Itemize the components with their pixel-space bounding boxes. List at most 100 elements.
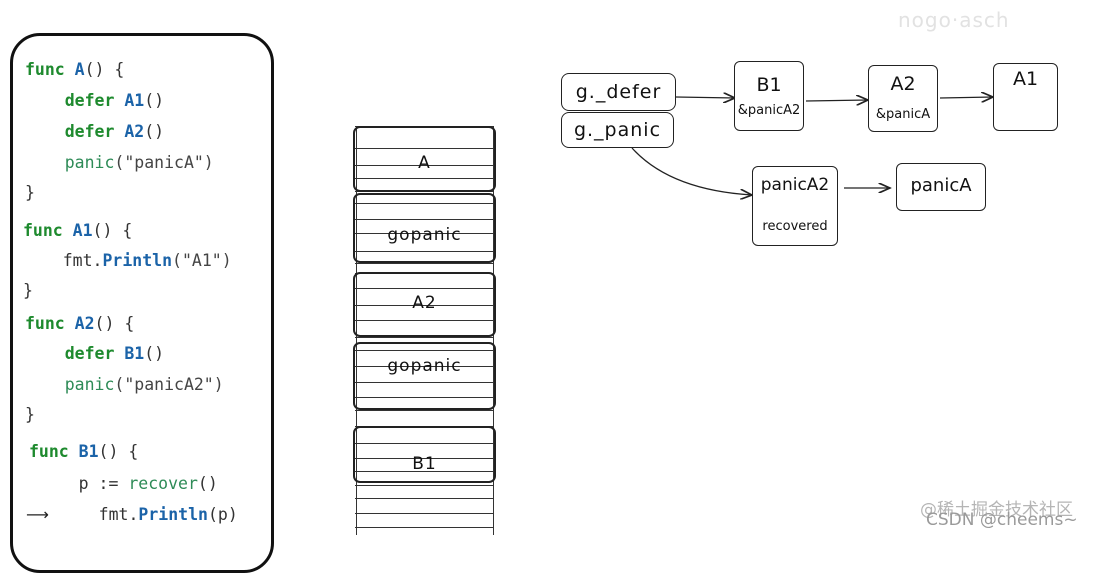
code-token: A1 (124, 91, 145, 110)
code-token: () (144, 122, 165, 141)
code-token: () { (92, 221, 133, 240)
b1-defer-box: B1 &panicA2 (734, 61, 804, 131)
code-token: ("panicA2") (114, 375, 224, 394)
code-token: func (25, 314, 75, 333)
code-token: B1 (78, 442, 99, 461)
stack-frame-label: A (418, 153, 431, 173)
panic-a-label: panicA (910, 175, 972, 196)
stack-frame (353, 342, 496, 410)
a2-defer-box: A2 &panicA (868, 65, 938, 132)
stack-slot-line (355, 513, 494, 514)
code-line: defer A1() (25, 91, 164, 111)
stack-slot-line (355, 148, 494, 149)
code-token: A2 (124, 122, 145, 141)
current-line-arrow-icon: ⟶ (26, 505, 49, 524)
code-line: fmt.Println(p) (49, 505, 238, 525)
stack-slot-line (355, 337, 494, 338)
stack-slot-line (355, 485, 494, 486)
stack-slot-line (355, 203, 494, 204)
code-line: } (23, 281, 33, 301)
code-token: () { (94, 314, 135, 333)
stack-frame (353, 193, 496, 263)
g-defer-label: g._defer (575, 81, 662, 103)
stack-slot-line (355, 498, 494, 499)
stack-frame-label: B1 (412, 454, 437, 474)
code-token: () (144, 91, 165, 110)
arrow-panic-to-panica2 (631, 147, 752, 195)
stack-frame (353, 426, 496, 483)
code-token: recover (128, 474, 198, 493)
code-token: } (25, 183, 35, 202)
stack-slot-line (355, 288, 494, 289)
stack-slot-line (355, 410, 494, 411)
code-line: func A2() { (25, 314, 134, 334)
arrow-a2-to-a1 (939, 97, 993, 98)
csdn-watermark: CSDN @cheems~ (926, 510, 1078, 530)
g-panic-box: g._panic (561, 112, 674, 148)
code-token: (p) (207, 505, 238, 524)
stack-slot-line (355, 527, 494, 528)
stack-slot-line (355, 263, 494, 264)
stack-slot-line (355, 251, 494, 252)
stack-slot-line (355, 233, 494, 234)
stack-slot-line (355, 443, 494, 444)
b1-label: B1 (756, 74, 782, 96)
stack-frame (353, 272, 496, 337)
stack-slot-line (355, 366, 494, 367)
stack-slot-line (355, 320, 494, 321)
code-token: func (25, 60, 75, 79)
code-token: defer (25, 122, 125, 141)
arrow-b1-to-a2 (805, 100, 868, 101)
code-token: B1 (124, 344, 145, 363)
code-token: } (23, 281, 33, 300)
panic-a-box: panicA (896, 163, 986, 211)
code-token: () (144, 344, 165, 363)
video-watermark: nogo·asch (898, 8, 1010, 32)
code-token: fmt. (23, 251, 103, 270)
a1-defer-box: A1 (993, 63, 1058, 131)
panic-a2-box: panicA2 recovered (752, 166, 838, 246)
code-token: A (74, 60, 85, 79)
code-line: fmt.Println("A1") (23, 251, 232, 271)
code-token: ("A1") (172, 251, 232, 270)
g-defer-box: g._defer (561, 73, 676, 111)
a2-label: A2 (890, 73, 916, 95)
code-token: defer (25, 344, 125, 363)
stack-slot-line (355, 219, 494, 220)
code-token: () (197, 474, 218, 493)
code-token: func (23, 221, 73, 240)
code-token: fmt. (49, 505, 139, 524)
code-token: A2 (74, 314, 95, 333)
code-token: () { (98, 442, 139, 461)
code-line: } (25, 405, 35, 425)
code-line: panic("panicA2") (25, 375, 224, 395)
stack-slot-line (355, 350, 494, 351)
code-token: p := (29, 474, 129, 493)
code-line: panic("panicA") (25, 153, 214, 173)
link-arrows (631, 0, 1096, 535)
code-line: } (25, 183, 35, 203)
code-line: defer B1() (25, 344, 164, 364)
stack-slot-line (355, 305, 494, 306)
stack-slot-line (355, 471, 494, 472)
a1-label: A1 (1012, 68, 1039, 90)
code-token: panic (25, 153, 115, 172)
stack-frame-label: A2 (412, 293, 437, 313)
code-token: defer (25, 91, 125, 110)
stack-slot-line (355, 165, 494, 166)
stack-frame-label: gopanic (387, 225, 462, 245)
juejin-watermark: @稀土掘金技术社区 (920, 500, 1073, 520)
code-token: func (29, 442, 79, 461)
panic-a2-label: panicA2 (760, 175, 830, 195)
code-line: defer A2() (25, 122, 164, 142)
stack-frame-label: gopanic (387, 356, 462, 376)
b1-sub-label: &panicA2 (737, 103, 801, 118)
code-line: func A() { (25, 60, 124, 80)
code-token: Println (102, 251, 173, 270)
code-line: func B1() { (29, 442, 138, 462)
stack-frame (353, 126, 496, 192)
panic-a2-sub-label: recovered (762, 219, 828, 234)
stack-slot-line (355, 458, 494, 459)
stack-slot-line (355, 382, 494, 383)
code-token: A1 (72, 221, 93, 240)
